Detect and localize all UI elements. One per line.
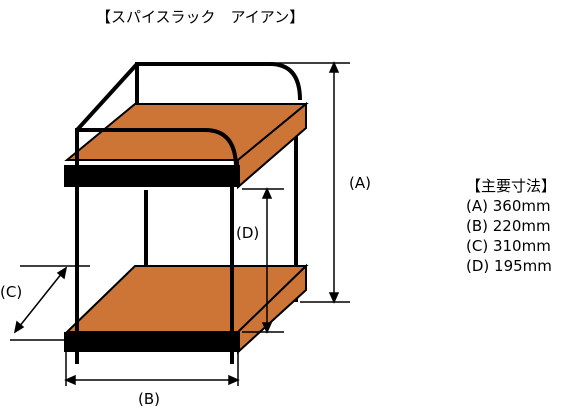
dimension-b: [64, 352, 240, 386]
dimension-spec-list: 【主要寸法】 (A) 360mm (B) 220mm (C) 310mm (D)…: [466, 176, 556, 276]
lower-shelf-front-band: [64, 332, 240, 352]
dimension-b-label: (B): [138, 390, 160, 408]
spec-heading: 【主要寸法】: [466, 177, 557, 195]
dimension-c-label: (C): [0, 283, 22, 301]
dimension-c: [10, 265, 90, 341]
back-rail-frame: [135, 62, 302, 104]
spec-item-a: (A) 360mm: [466, 197, 551, 215]
dimension-d-label: (D): [236, 224, 259, 242]
page-title: 【スパイスラック アイアン】: [96, 8, 305, 26]
front-rail-frame: [75, 128, 238, 364]
dimension-d: [242, 187, 284, 334]
spec-item-b: (B) 220mm: [466, 217, 551, 235]
dimension-a: [272, 61, 350, 304]
spec-item-c: (C) 310mm: [466, 237, 551, 255]
dimension-a-label: (A): [349, 174, 371, 192]
front-left-post-upper: [75, 62, 139, 132]
spec-item-d: (D) 195mm: [466, 257, 552, 275]
rack-front-frame: [75, 62, 238, 364]
upper-shelf-front-band: [64, 165, 240, 187]
